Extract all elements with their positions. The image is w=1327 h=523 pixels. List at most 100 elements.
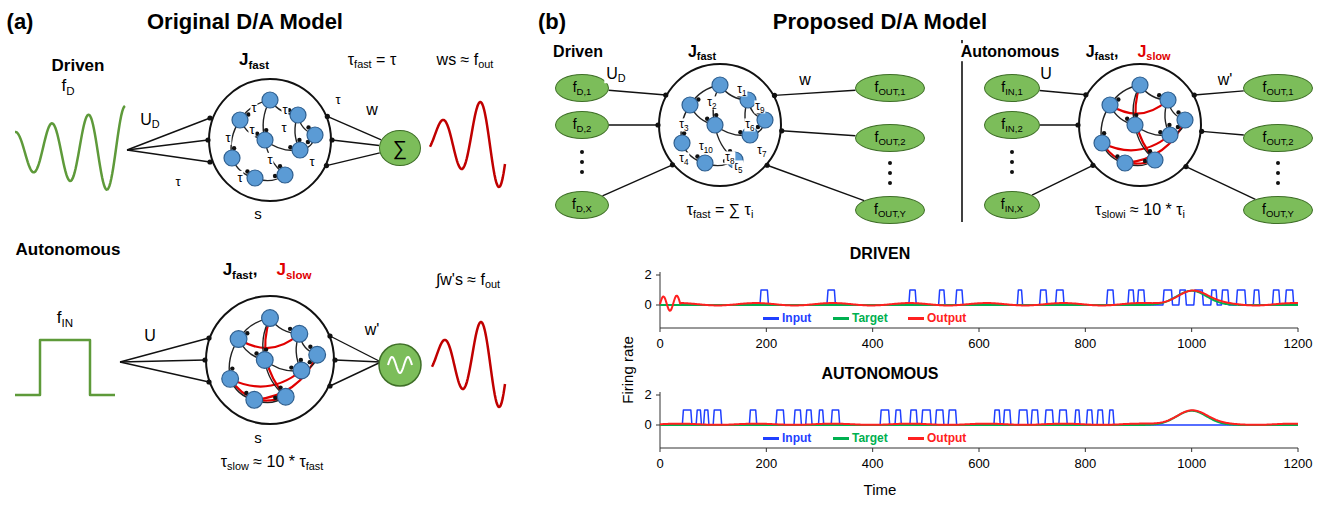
annotation-text: 400 [861,457,885,471]
annotation-text: 1200 [1283,337,1314,351]
annotation-text: 600 [967,337,991,351]
signal-node: fIN,X [984,191,1040,219]
target-trace [660,411,1298,425]
neuron [707,117,723,133]
annotation-text: 800 [1073,457,1097,471]
legend-item: Input [760,431,814,445]
weight-line [326,153,379,166]
weight-line [767,165,864,200]
neuron [1094,135,1110,151]
tick-mark [979,448,980,452]
readout-line [330,336,381,362]
junction-dot [1083,92,1088,97]
annotation-text: fD [60,77,75,96]
neuron [224,150,240,166]
network-circle: Jfast [208,78,332,202]
junction-dot [670,162,675,167]
legend-item: Input [760,311,814,325]
signal-node: fD,1 [555,74,609,102]
annotation-text: τ4 [678,152,689,165]
slow-connection [1110,100,1168,114]
weight-line [774,90,855,95]
panel-title: (b) [537,10,567,34]
readout-line [335,360,381,362]
tick-mark [872,448,873,452]
junction-dot [765,163,770,168]
node-label: fOUT,Y [1262,202,1294,217]
node-label: fIN,2 [1001,117,1022,132]
ellipsis-dot [580,160,584,164]
annotation-text: 600 [967,457,991,471]
neuron [247,170,263,186]
network-circle: Jfast [658,63,782,187]
legend-swatch [763,317,779,320]
ellipsis-dot [888,171,892,175]
junction-dot [327,333,332,338]
annotation-text: τ [174,175,181,189]
annotation-text: DRIVEN [849,245,911,263]
panel-title: (a) [6,10,35,34]
input-line [120,362,209,382]
annotation-text: τ [308,155,315,169]
input-line [120,338,209,362]
signal-node: fOUT,2 [855,124,925,152]
legend-text: Target [852,311,888,325]
annotation-text: 0 [643,418,652,432]
annotation-text: τ8 [724,151,735,164]
neuron [1102,97,1118,113]
network-circle: Jfast,Jslow [205,295,335,425]
edge-label: w' [1216,71,1235,89]
junction-dot [663,92,668,97]
annotation-text: 800 [1073,337,1097,351]
tick-mark [766,328,767,332]
annotation-text: ws ≈ fout [436,51,495,69]
annotation-text: τfast = τ [347,51,397,69]
annotation-text: 0 [655,457,664,471]
junction-dot [772,93,777,98]
signal-node: fOUT,1 [855,74,925,102]
annotation-text: ∫w's ≈ fout [435,271,501,289]
annotation-text: 1000 [1176,457,1207,471]
legend-swatch [763,437,779,440]
tick-mark [1191,328,1192,332]
integrator-node [379,344,421,386]
junction-dot [1192,92,1197,97]
neuron [262,310,279,327]
junction-dot [206,335,211,340]
network-heading: Jfast, [1086,43,1119,61]
tick-mark [660,328,661,332]
legend-text: Input [782,311,811,325]
node-label: ∑ [393,137,407,159]
neuron [1177,112,1193,128]
tick-mark [656,275,660,276]
legend-item: Target [830,431,891,445]
signal-node: fIN,2 [984,111,1040,139]
junction-dot [327,383,332,388]
signal-node: fOUT,2 [1243,124,1313,152]
weight-line [1186,167,1255,200]
node-label: fIN,X [1001,197,1023,212]
neuron [712,77,728,93]
ellipsis-dot [1276,181,1280,185]
ellipsis-dot [580,170,584,174]
tick-mark [1085,448,1086,452]
annotation-text: 0 [655,337,664,351]
annotation-text: 0 [643,298,652,312]
legend-swatch [908,437,924,440]
node-label: fD,2 [573,117,592,132]
neuron [256,352,273,369]
network-heading: Jfast [239,51,269,70]
tick-mark [1298,448,1299,452]
output-trace [660,291,1298,311]
edge-label: UD [604,65,627,83]
input-line [127,150,210,162]
neuron [1162,127,1178,143]
tick-mark [656,305,660,306]
annotation-text: τ [224,131,231,145]
neuron [246,391,263,408]
weight-line [609,124,658,125]
output-trace [660,410,1298,425]
annotation-text: τ6 [744,118,755,131]
tick-mark [1191,448,1192,452]
